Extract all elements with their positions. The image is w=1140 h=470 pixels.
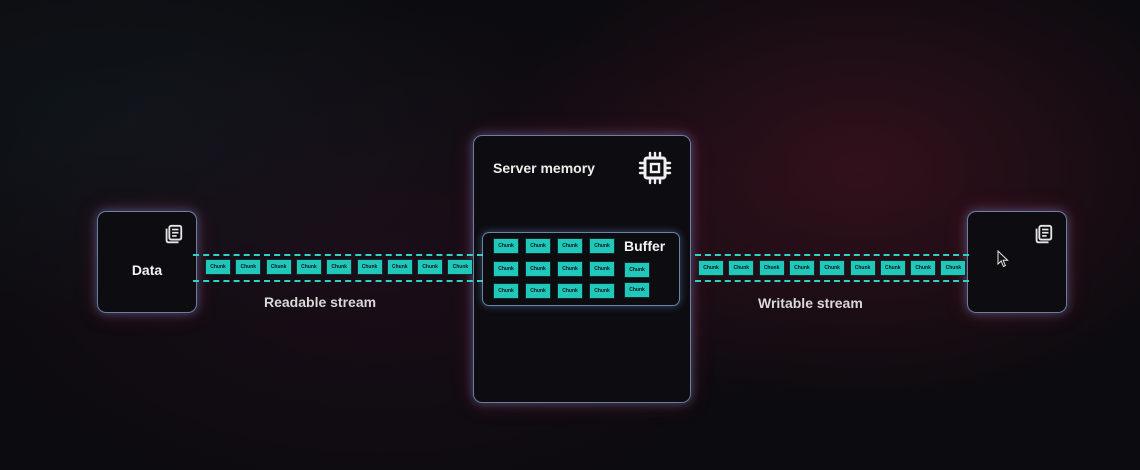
- writable-chunk: Chunk: [910, 260, 937, 276]
- writable-chunk: Chunk: [698, 260, 724, 276]
- writable-chunk: Chunk: [940, 260, 967, 276]
- buffer-chunk: Chunk: [525, 283, 551, 299]
- cpu-chip-icon: [638, 151, 672, 185]
- readable-chunk: Chunk: [417, 259, 444, 275]
- data-source-card: Data: [98, 212, 196, 312]
- document-icon: [1035, 224, 1053, 244]
- readable-chunk: Chunk: [447, 259, 474, 275]
- writable-chunk: Chunk: [819, 260, 846, 276]
- destination-card: [968, 212, 1066, 312]
- buffer-chunk: Chunk: [589, 260, 615, 277]
- readable-chunk: Chunk: [235, 259, 262, 275]
- writable-chunk: Chunk: [728, 260, 755, 276]
- buffer-chunk: Chunk: [557, 260, 583, 277]
- buffer-chunk: Chunk: [624, 282, 650, 298]
- readable-chunk: Chunk: [386, 259, 413, 275]
- writable-stream-pipe: [695, 254, 969, 282]
- readable-chunk: Chunk: [205, 259, 231, 275]
- writable-chunk: Chunk: [758, 260, 785, 276]
- buffer-chunk: Chunk: [557, 283, 583, 299]
- writable-chunk: Chunk: [788, 260, 815, 276]
- buffer-chunk: Chunk: [589, 283, 615, 299]
- readable-chunk: Chunk: [265, 259, 292, 275]
- writable-stream-label: Writable stream: [758, 295, 863, 311]
- writable-chunk: Chunk: [849, 260, 876, 276]
- mouse-cursor-icon: [997, 250, 1009, 268]
- buffer-chunk: Chunk: [493, 283, 519, 299]
- writable-chunk: Chunk: [879, 260, 906, 276]
- readable-chunk: Chunk: [295, 259, 322, 275]
- buffer-chunk: Chunk: [557, 238, 583, 254]
- buffer-chunk: Chunk: [493, 260, 519, 277]
- server-memory-title: Server memory: [493, 160, 595, 176]
- readable-chunk: Chunk: [326, 259, 353, 275]
- buffer-label: Buffer: [624, 238, 666, 254]
- buffer-chunk: Chunk: [525, 260, 551, 277]
- buffer-chunk: Chunk: [589, 238, 615, 254]
- buffer-chunk: Chunk: [525, 238, 551, 254]
- document-icon: [165, 224, 183, 244]
- readable-stream-label: Readable stream: [264, 294, 377, 310]
- data-source-label: Data: [131, 262, 163, 278]
- readable-stream-pipe: [193, 254, 483, 282]
- buffer-chunk: Chunk: [624, 262, 650, 278]
- buffer-chunk: Chunk: [493, 238, 519, 254]
- readable-chunk: Chunk: [356, 259, 383, 275]
